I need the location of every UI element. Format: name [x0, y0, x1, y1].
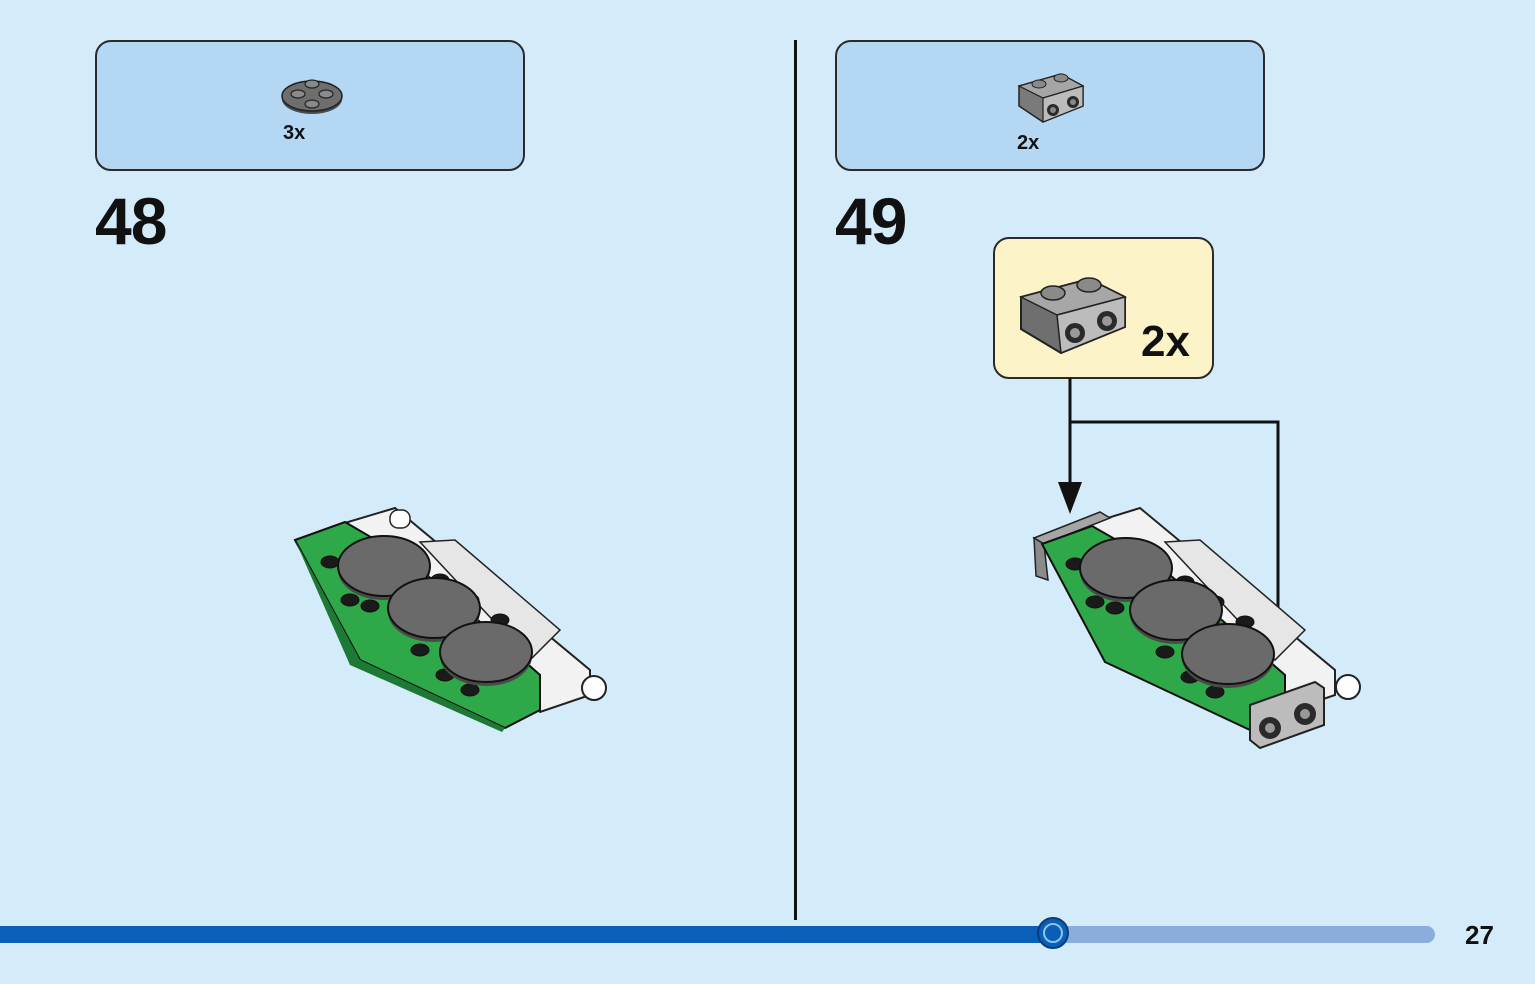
parts-list-step-48: 3x — [95, 40, 525, 171]
build-progress-bar — [0, 917, 1435, 949]
part-quantity: 3x — [283, 122, 306, 144]
parts-list-step-49: 2x — [835, 40, 1265, 171]
page-number: 27 — [1465, 920, 1494, 950]
step-number-49: 49 — [835, 184, 907, 258]
model-assembly-step-49 — [1032, 506, 1361, 750]
progress-fill — [0, 926, 1055, 943]
step-number-48: 48 — [95, 184, 167, 258]
model-assembly-step-48 — [293, 506, 607, 732]
part-quantity: 2x — [1017, 132, 1040, 154]
progress-marker — [1037, 917, 1069, 949]
bracket-1x2-icon — [1018, 277, 1128, 355]
sub-assembly-callout: 2x — [993, 237, 1214, 379]
round-plate-2x2-icon — [281, 79, 343, 114]
callout-quantity: 2x — [1141, 317, 1190, 366]
page-divider — [794, 40, 797, 920]
bracket-1x2-icon — [1017, 73, 1085, 123]
